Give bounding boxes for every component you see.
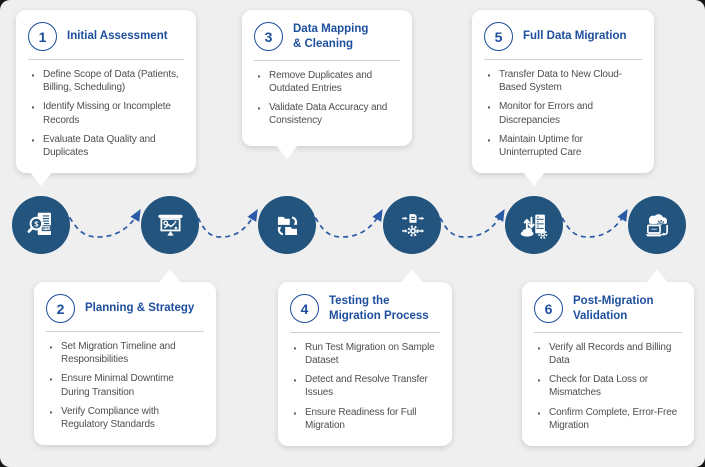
document-gear-process-icon [401,213,424,236]
bullet-item: Verify Compliance with Regulatory Standa… [49,403,204,431]
step-number-badge: 2 [46,294,75,323]
bullet-item: Set Migration Timeline and Responsibilit… [49,338,204,366]
bullet-item: Validate Data Accuracy and Consistency [257,99,400,127]
card-divider [534,331,682,333]
step-title: Full Data Migration [523,30,627,43]
step-4-node [383,196,441,254]
presentation-chart-icon [157,214,183,236]
step-card-4-header: 4 Testing the Migration Process [290,294,440,324]
step-bullet-list: Define Scope of Data (Patients, Billing,… [28,66,184,159]
bullet-item: Monitor for Errors and Discrepancies [487,98,642,126]
step-title: Post-Migration Validation [573,295,654,322]
bullet-item: Remove Duplicates and Outdated Entries [257,67,400,95]
step-card-3: 3 Data Mapping & Cleaning Remove Duplica… [242,10,412,159]
step-2-node [141,196,199,254]
step-3-node [258,196,316,254]
step-6-node [628,196,686,254]
card-divider [46,331,204,332]
card-pointer-tail [276,145,298,159]
step-card-3-header: 3 Data Mapping & Cleaning [254,22,400,52]
step-number-badge: 1 [28,22,57,51]
step-card-6-header: 6 Post-Migration Validation [534,294,682,324]
card-pointer-tail [30,172,52,187]
step-bullet-list: Run Test Migration on Sample Dataset Det… [290,339,440,432]
step-bullet-list: Set Migration Timeline and Responsibilit… [46,338,204,431]
card-pointer-tail [646,269,668,283]
step-1-node: IPO $ [12,196,70,254]
step-number: 1 [38,28,47,45]
step-title: Planning & Strategy [85,302,195,315]
step-number: 6 [544,300,553,317]
bullet-item: Confirm Complete, Error-Free Migration [537,404,682,432]
step-title: Data Mapping & Cleaning [293,23,369,50]
step-number-badge: 5 [484,22,513,51]
step-number: 4 [300,300,309,317]
card-pointer-tail [159,269,181,283]
bullet-item: Run Test Migration on Sample Dataset [293,339,440,367]
server-cloud-migration-icon [520,214,547,239]
step-number-badge: 4 [290,294,319,324]
step-card-2: 2 Planning & Strategy Set Migration Time… [34,269,216,446]
step-number: 3 [264,28,273,45]
dollar-glyph: $ [34,219,39,228]
step-card-4: 4 Testing the Migration Process Run Test… [278,269,452,446]
step-number-badge: 6 [534,294,563,324]
card-pointer-tail [401,269,423,283]
bullet-item: Ensure Readiness for Full Migration [293,404,440,432]
bullet-item: Maintain Uptime for Uninterrupted Care [487,131,642,159]
cloud-device-sync-icon [645,213,668,236]
step-5-node [505,196,563,254]
step-bullet-list: Remove Duplicates and Outdated Entries V… [254,67,400,128]
bullet-item: Identify Missing or Incomplete Records [31,98,184,126]
bullet-item: Detect and Resolve Transfer Issues [293,371,440,399]
step-number: 2 [56,300,65,317]
step-bullet-list: Verify all Records and Billing Data Chec… [534,339,682,432]
bullet-item: Ensure Minimal Downtime During Transitio… [49,370,204,398]
bullet-item: Evaluate Data Quality and Duplicates [31,131,184,159]
card-divider [28,59,184,60]
card-divider [290,331,440,333]
ipo-label: IPO [42,225,49,230]
step-card-6: 6 Post-Migration Validation Verify all R… [522,269,694,446]
folder-sync-icon [276,215,298,235]
step-number: 5 [494,28,503,45]
card-pointer-tail [523,172,545,187]
step-card-5: 5 Full Data Migration Transfer Data to N… [472,10,654,187]
bullet-item: Check for Data Loss or Mismatches [537,371,682,399]
bullet-item: Transfer Data to New Cloud-Based System [487,66,642,94]
card-divider [254,59,400,61]
step-card-1-header: 1 Initial Assessment [28,22,184,51]
step-bullet-list: Transfer Data to New Cloud-Based System … [484,66,642,159]
step-title: Initial Assessment [67,30,168,43]
bullet-item: Define Scope of Data (Patients, Billing,… [31,66,184,94]
bullet-item: Verify all Records and Billing Data [537,339,682,367]
step-card-1: 1 Initial Assessment Define Scope of Dat… [16,10,196,187]
card-divider [484,59,642,60]
step-card-5-header: 5 Full Data Migration [484,22,642,51]
step-number-badge: 3 [254,22,283,52]
audit-document-magnifier-icon: IPO $ [27,212,51,235]
step-card-2-header: 2 Planning & Strategy [46,294,204,323]
step-title: Testing the Migration Process [329,295,429,322]
